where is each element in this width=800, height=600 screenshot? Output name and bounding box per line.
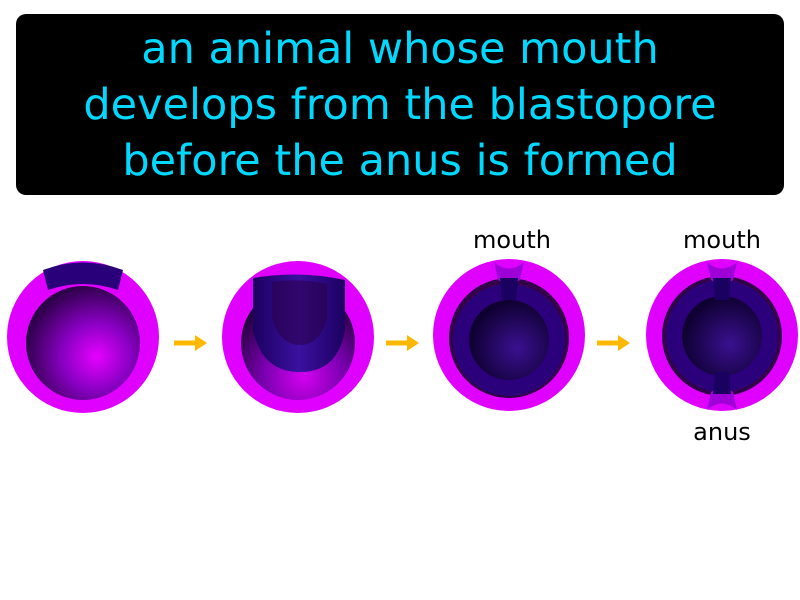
stage-2-embryo <box>222 261 374 413</box>
definition-line-1: an animal whose mouth <box>141 23 659 74</box>
definition-banner: an animal whose mouth develops from the … <box>16 14 784 195</box>
arrow-icon <box>597 335 630 351</box>
stage-4-anus-label: anus <box>693 418 751 446</box>
arrow-icon <box>386 335 419 351</box>
definition-line-2: develops from the blastopore <box>83 79 717 130</box>
stage-3-embryo <box>433 259 585 411</box>
stage-3-mouth-label: mouth <box>473 226 551 254</box>
stage-4-mouth-label: mouth <box>683 226 761 254</box>
stage-4-embryo <box>646 259 798 411</box>
stage-1-blastoderm-patch <box>43 262 123 290</box>
stage-1-embryo <box>7 261 159 413</box>
arrow-icon <box>174 335 207 351</box>
definition-line-3: before the anus is formed <box>122 135 678 186</box>
